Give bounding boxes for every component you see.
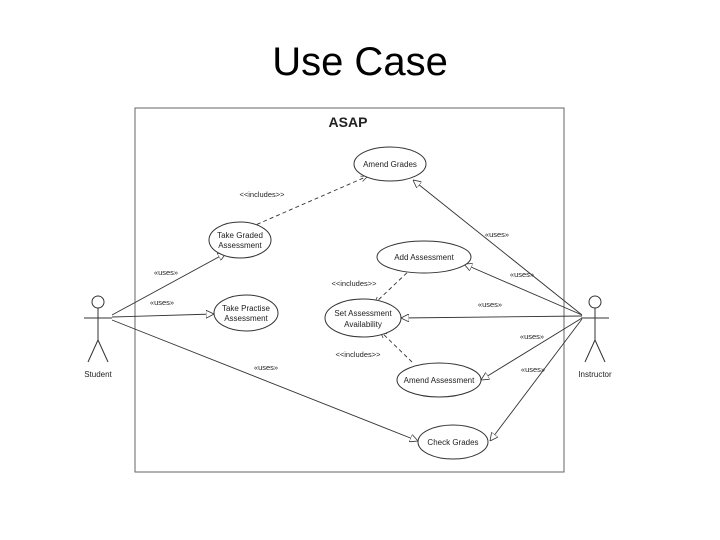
- assoc-instructor-add-assessment: [464, 264, 583, 316]
- actor-student-label: Student: [84, 370, 112, 379]
- use-case-label-line2: Assessment: [224, 314, 268, 323]
- actor-instructor: [581, 295, 609, 363]
- assoc-instructor-amend-grades: [413, 180, 583, 316]
- use-case-amend-assessment: Amend Assessment: [396, 362, 482, 398]
- system-boundary: [134, 107, 565, 473]
- include-take-graded-amend-grades: [243, 175, 368, 231]
- actor-instructor-label: Instructor: [578, 370, 612, 379]
- label-uses-instr-amend-grades: «uses»: [485, 230, 509, 239]
- system-name: ASAP: [329, 114, 368, 130]
- use-case-label: Amend Assessment: [404, 376, 475, 385]
- use-case-add-assessment: Add Assessment: [376, 240, 472, 274]
- assoc-instructor-check-grades: [490, 318, 583, 441]
- use-case-label-line2: Assessment: [218, 241, 262, 250]
- use-case-take-graded-assessment: Take Graded Assessment: [208, 221, 272, 259]
- use-case-label-line1: Take Practise: [222, 304, 271, 313]
- assoc-student-take-practise: [111, 314, 214, 317]
- use-case-label-line1: Take Graded: [217, 231, 263, 240]
- assoc-instructor-set-availability: [401, 316, 583, 318]
- label-uses-instr-add: «uses»: [510, 270, 534, 279]
- label-uses-student-check: «uses»: [254, 363, 278, 372]
- use-case-set-assessment-availability: Set Assessment Availability: [324, 298, 402, 338]
- assoc-student-take-graded: [111, 253, 226, 316]
- use-case-label-line1: Set Assessment: [334, 309, 392, 318]
- label-includes-add-set: <<includes>>: [331, 279, 377, 288]
- label-uses-student-graded: «uses»: [154, 268, 178, 277]
- label-uses-student-practise: «uses»: [150, 298, 174, 307]
- label-includes-amend-set: <<includes>>: [335, 350, 381, 359]
- assoc-student-check-grades: [111, 319, 418, 441]
- include-add-assessment-set-availability: [374, 267, 413, 304]
- include-amend-assessment-set-availability: [380, 331, 413, 363]
- use-case-label: Amend Grades: [363, 160, 417, 169]
- actor-student: [84, 295, 112, 363]
- use-case-check-grades: Check Grades: [417, 424, 489, 460]
- use-case-label: Check Grades: [427, 438, 478, 447]
- label-uses-instr-amend-assess: «uses»: [520, 332, 544, 341]
- use-case-label-line2: Availability: [344, 320, 382, 329]
- label-uses-instr-check: «uses»: [521, 365, 545, 374]
- use-case-take-practise-assessment: Take Practise Assessment: [213, 294, 279, 332]
- slide-title: Use Case: [272, 40, 448, 84]
- assoc-instructor-amend-assessment: [481, 317, 583, 380]
- label-includes-graded-amend: <<includes>>: [239, 190, 285, 199]
- label-uses-instr-set: «uses»: [478, 300, 502, 309]
- use-case-label: Add Assessment: [394, 253, 454, 262]
- use-case-amend-grades: Amend Grades: [353, 146, 427, 182]
